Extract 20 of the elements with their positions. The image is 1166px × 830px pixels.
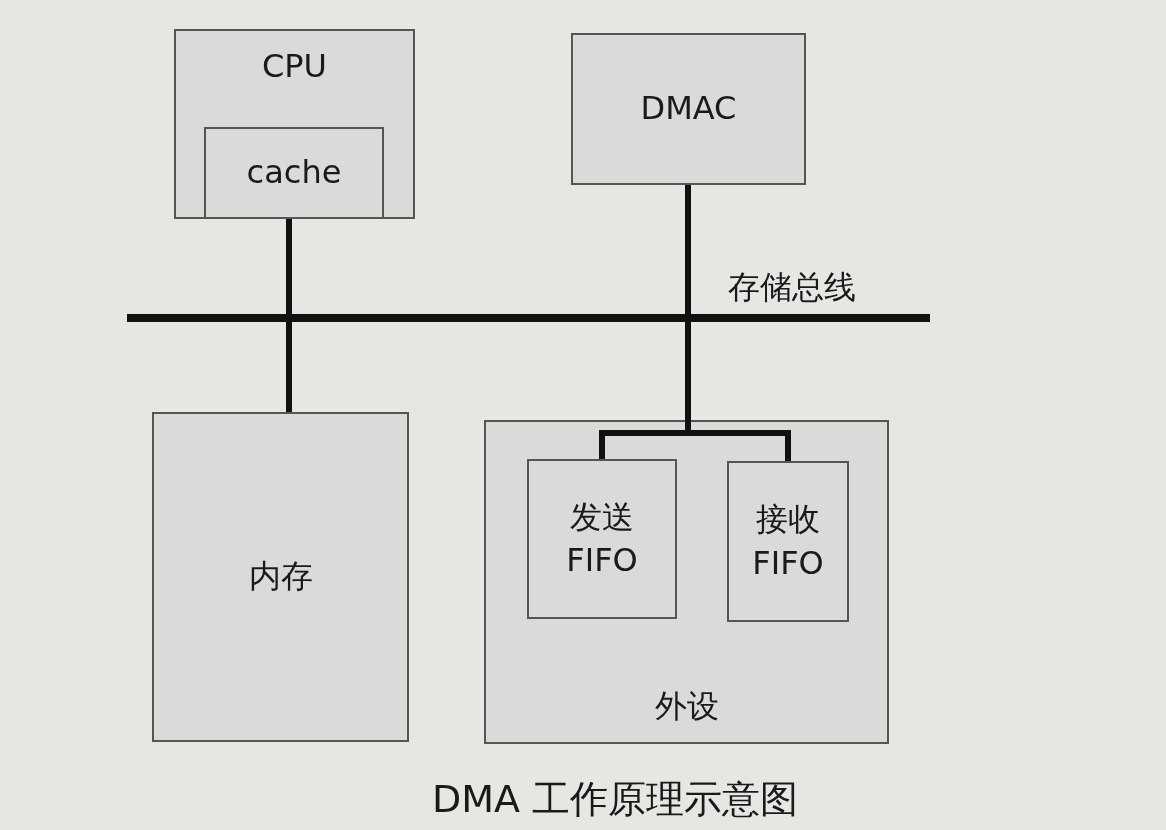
bus-wire (685, 185, 691, 314)
node-label: 接收 FIFO (751, 499, 825, 584)
node-label: DMAC (640, 88, 737, 130)
component-box (527, 459, 677, 619)
bus-wire (286, 219, 292, 314)
component-box (727, 461, 849, 622)
component-box (204, 127, 384, 219)
component-box (571, 33, 806, 185)
bus-label: 存储总线 (728, 267, 856, 308)
bus-wire (286, 322, 292, 412)
diagram-caption: DMA 工作原理示意图 (430, 776, 800, 823)
component-box (174, 29, 415, 219)
node-label: cache (246, 152, 342, 194)
node-label: 发送 FIFO (565, 496, 639, 581)
node-label: CPU (261, 46, 328, 87)
node-label: 内存 (248, 556, 313, 598)
node-label: 外设 (654, 685, 719, 727)
component-box (152, 412, 409, 742)
component-box (484, 420, 889, 744)
bus-bar (127, 314, 930, 322)
